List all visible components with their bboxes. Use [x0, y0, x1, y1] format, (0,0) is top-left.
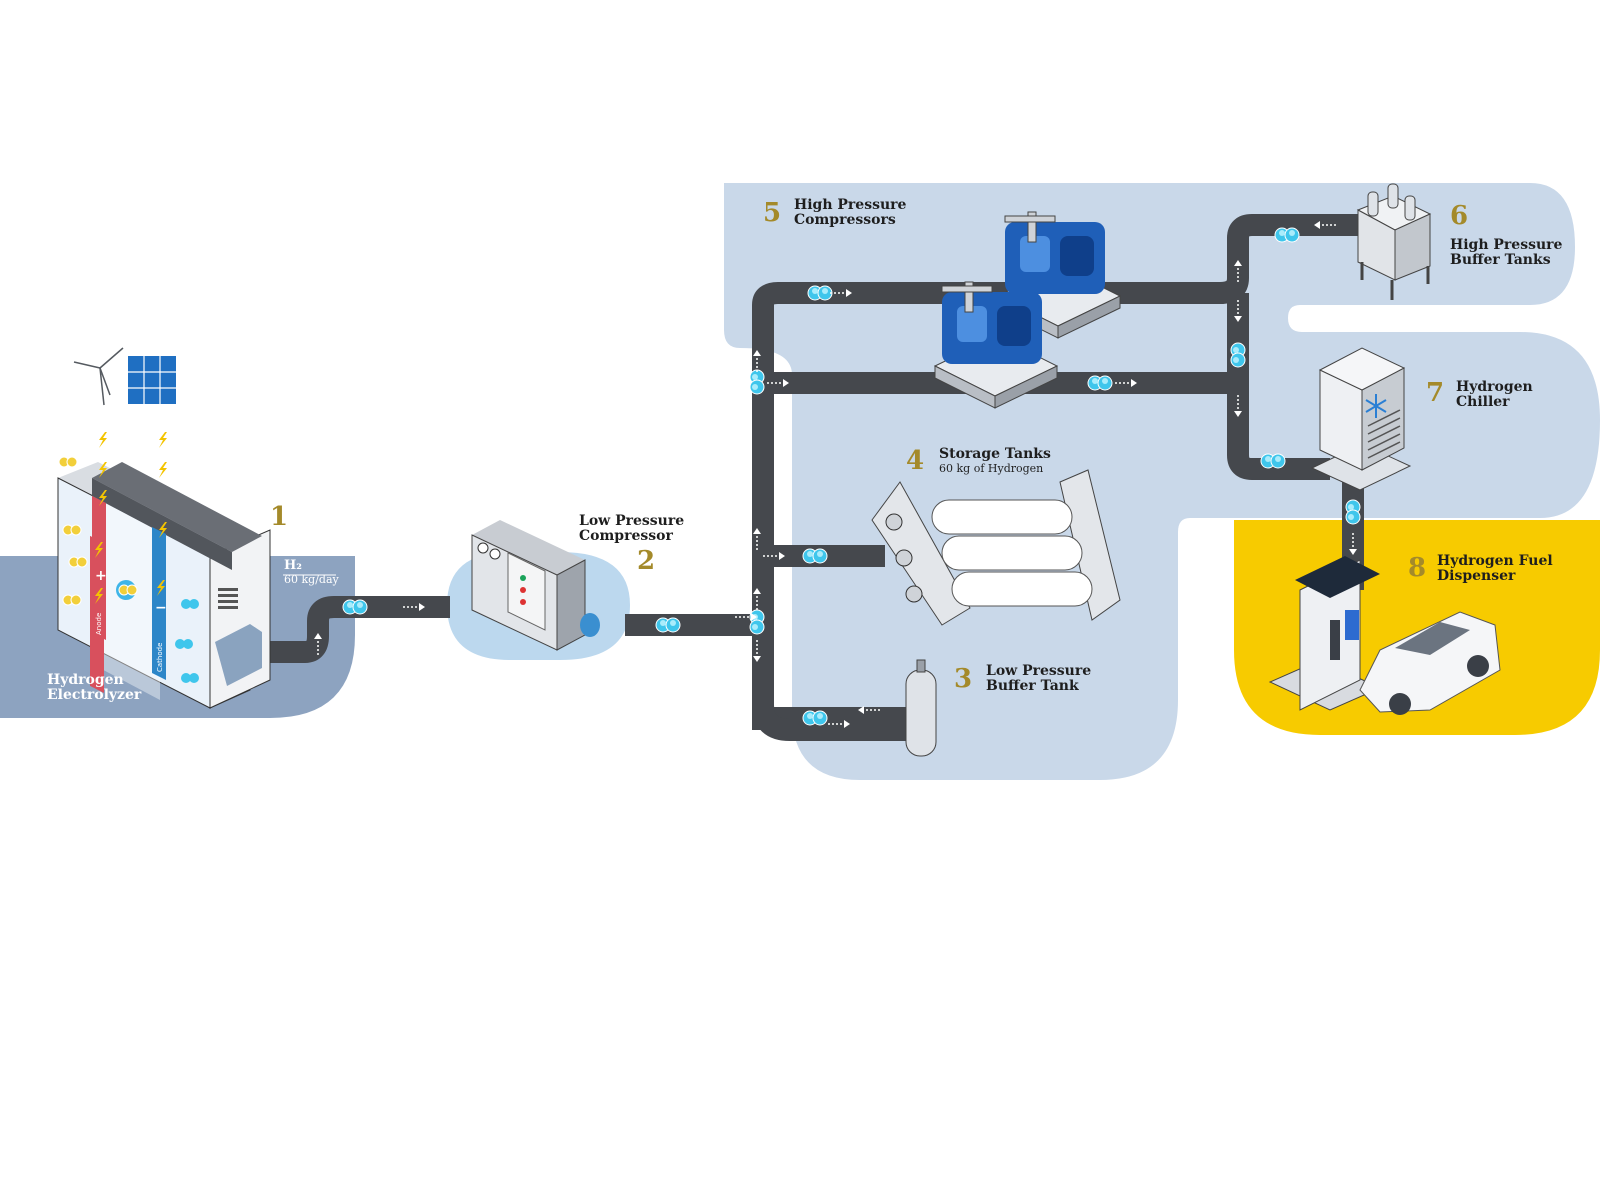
- cathode-label: Cathode: [156, 643, 164, 672]
- stage-number-1: 1: [270, 502, 289, 532]
- stage-number-3: 3: [954, 664, 973, 694]
- car: [1359, 611, 1501, 715]
- solar-panel-icon: [128, 356, 176, 404]
- fuel-dispenser-unit: [1268, 556, 1382, 711]
- wind-turbine-icon: [73, 347, 124, 406]
- stage-number-5: 5: [763, 198, 782, 228]
- snowflake-icon: [1365, 394, 1387, 418]
- stage-number-6: 6: [1450, 201, 1469, 231]
- low-pressure-compressor-unit: [471, 520, 600, 651]
- low-pressure-buffer-tank: [905, 659, 937, 757]
- hydrogen-chiller-unit: [1310, 347, 1412, 491]
- hydrogen-molecule-icon: [175, 599, 199, 683]
- electrolyzer-unit: Anode Cathode + −: [57, 456, 271, 709]
- stage-number-4: 4: [906, 446, 925, 476]
- storage-tanks-unit: [871, 469, 1121, 626]
- stage-number-8: 8: [1408, 553, 1427, 583]
- stage-number-7: 7: [1426, 378, 1445, 408]
- stage-number-2: 2: [637, 546, 656, 576]
- high-pressure-buffer-tanks-unit: [1356, 183, 1432, 300]
- anode-label: Anode: [95, 613, 103, 635]
- svg-text:+: +: [95, 568, 107, 584]
- svg-text:−: −: [155, 600, 167, 616]
- high-pressure-compressor-unit: [933, 211, 1122, 409]
